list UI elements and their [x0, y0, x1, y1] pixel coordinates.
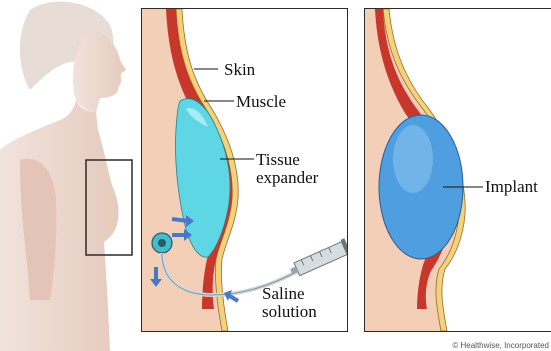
saline-label-line2: solution [262, 303, 317, 321]
saline-label-line1: Saline [262, 285, 305, 303]
torso-shape [0, 100, 119, 351]
implant-highlight [393, 125, 433, 193]
implant-drawing [365, 9, 551, 331]
copyright-credit: © Healthwise, Incorporated [452, 341, 549, 350]
flow-arrow-1 [172, 219, 188, 221]
tissue-expander-panel: Skin Muscle Tissue expander Saline solut… [141, 8, 348, 332]
skin-label: Skin [224, 61, 255, 79]
muscle-label: Muscle [236, 93, 286, 111]
woman-profile-illustration [0, 0, 140, 351]
tissue-expander-label-line1: Tissue [256, 151, 300, 169]
implant-label: Implant [485, 178, 538, 196]
tissue-expander-label-line2: expander [256, 169, 318, 187]
fill-port-center [158, 239, 166, 247]
implant-panel: Implant [364, 8, 551, 332]
woman-profile-drawing [0, 0, 140, 351]
